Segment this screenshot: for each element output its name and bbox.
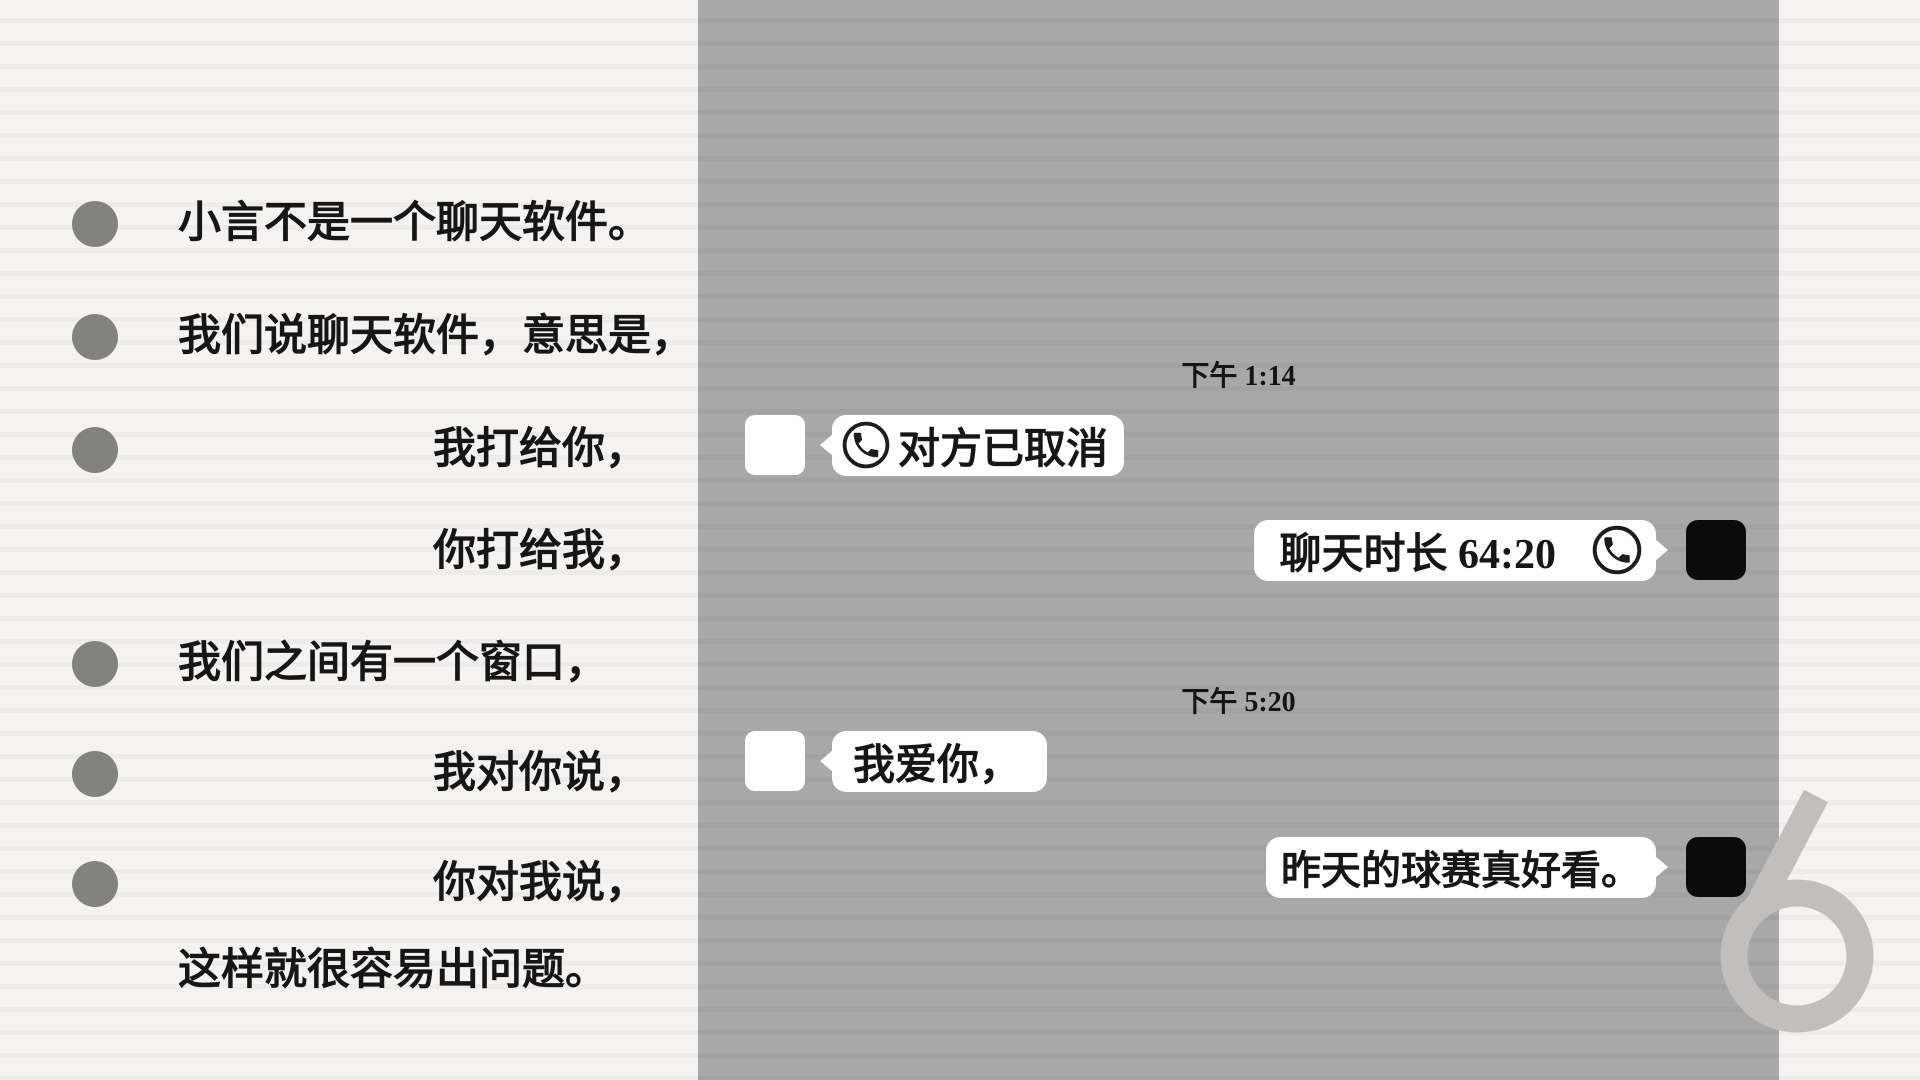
bullet-dot xyxy=(72,201,118,247)
avatar-contact xyxy=(745,415,805,475)
avatar-self xyxy=(1686,520,1746,580)
page-number: 6 xyxy=(1900,765,1901,766)
bullet-dot xyxy=(72,641,118,687)
message-text: 聊天时长 64:20 xyxy=(1279,531,1557,578)
bullet-dot xyxy=(72,751,118,797)
text-line: 这样就很容易出问题。 xyxy=(0,941,648,1001)
page-number-6-glyph xyxy=(1720,789,1874,1033)
text-line: 小言不是一个聊天软件。 xyxy=(0,194,651,254)
phone-call-icon xyxy=(1592,525,1642,575)
text-line: 我打给你， xyxy=(0,420,648,480)
line-text: 我们之间有一个窗口， xyxy=(178,640,608,687)
message-text: 昨天的球赛真好看。 xyxy=(1281,848,1641,893)
bubble-tail xyxy=(1655,539,1668,561)
bubble-tail xyxy=(820,750,833,772)
line-text: 你对我说， xyxy=(433,860,648,907)
bubble-tail xyxy=(820,434,833,456)
page-number-watermark: 6 xyxy=(1700,765,1900,1065)
text-line: 你对我说， xyxy=(0,854,648,914)
chat-bubble-call-cancelled: 对方已取消 xyxy=(820,414,1125,476)
text-line: 我对你说， xyxy=(0,744,648,804)
chat-bubble-call-duration: 聊天时长 64:20 xyxy=(1253,519,1668,581)
text-line: 我们之间有一个窗口， xyxy=(0,634,648,694)
chat-mockup-panel: 下午 1:14 对方已取消 聊天时长 64:20 xyxy=(698,0,1779,1080)
bubble-tail xyxy=(1655,856,1668,878)
message-row-incoming: 对方已取消 xyxy=(745,414,1125,476)
message-text: 对方已取消 xyxy=(898,426,1109,473)
text-panel: 小言不是一个聊天软件。 我们说聊天软件，意思是， 我打给你， 你打给我， 我们之… xyxy=(0,0,698,1080)
bullet-dot xyxy=(72,861,118,907)
chat-timestamp: 下午 5:20 xyxy=(1181,687,1296,718)
line-text: 我们说聊天软件，意思是， xyxy=(178,313,694,360)
bullet-dot xyxy=(72,427,118,473)
phone-call-icon xyxy=(842,421,890,469)
text-line: 我们说聊天软件，意思是， xyxy=(0,307,694,367)
text-line: 你打给我， xyxy=(0,522,648,582)
avatar-self xyxy=(1686,837,1746,897)
line-text: 小言不是一个聊天软件。 xyxy=(178,200,651,247)
chat-bubble-text: 昨天的球赛真好看。 xyxy=(1266,836,1668,898)
line-text: 你打给我， xyxy=(433,528,648,575)
chat-timestamp: 下午 1:14 xyxy=(1181,361,1296,392)
chat-bubble-text: 我爱你， xyxy=(820,730,1048,792)
line-text: 我打给你， xyxy=(433,426,648,473)
message-text: 我爱你， xyxy=(853,742,1022,789)
line-text: 我对你说， xyxy=(433,750,648,797)
bullet-dot xyxy=(72,314,118,360)
message-row-outgoing: 聊天时长 64:20 xyxy=(1253,519,1746,581)
message-row-incoming: 我爱你， xyxy=(745,730,1048,792)
message-row-outgoing: 昨天的球赛真好看。 xyxy=(1266,836,1746,898)
line-text: 这样就很容易出问题。 xyxy=(178,947,608,994)
avatar-contact xyxy=(745,731,805,791)
